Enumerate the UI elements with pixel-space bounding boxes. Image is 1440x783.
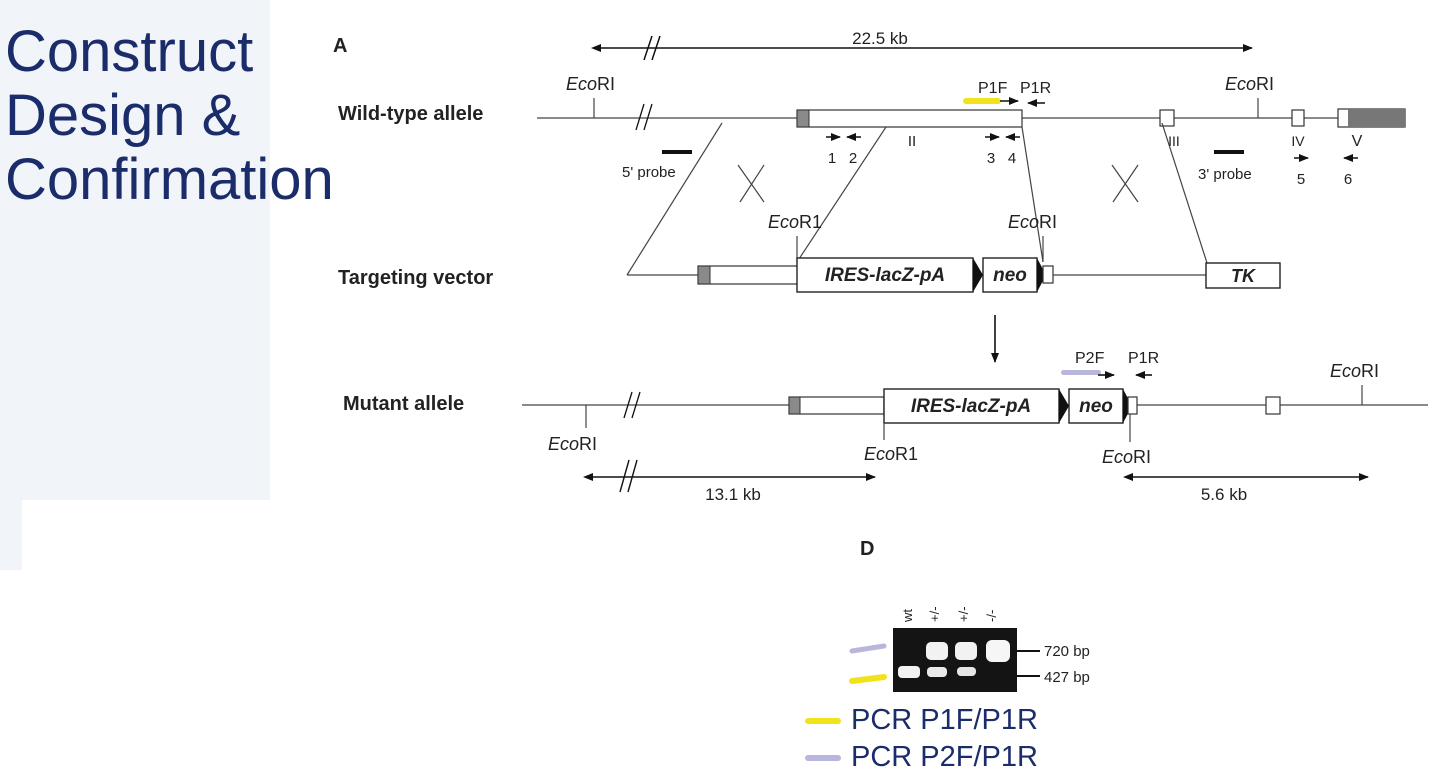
mut-exon-iii (1265, 396, 1281, 415)
three-prime-probe-label: 3' probe (1198, 166, 1252, 183)
primer-2-label: 2 (849, 150, 857, 167)
panel-a-label: A (333, 35, 347, 57)
mut-coding-mark (788, 396, 801, 415)
gel-lane-label-wt: wt (900, 609, 915, 623)
gel-band-720-lane-3 (955, 642, 977, 660)
gel-band-427-lane-1 (898, 666, 920, 678)
panel-d-label: D (860, 538, 874, 560)
pcr-legend: PCR P1F/P1R PCR P2F/P1R (805, 702, 1038, 776)
tv-ires-label: IRES-lacZ-pA (825, 265, 945, 286)
ecori-wt-right: EcoRI (1225, 74, 1274, 94)
exon-label-iii: III (1168, 133, 1180, 149)
ecor1-mut: EcoR1 (864, 444, 918, 464)
exon-iv-box (1291, 109, 1305, 127)
tv-tk-label: TK (1231, 266, 1257, 286)
legend-label-p2f-p1r: PCR P2F/P1R (851, 741, 1038, 773)
ecori-tv: EcoRI (1008, 212, 1057, 232)
p1f-primer-mark (963, 98, 1001, 104)
ecori-mut-left: EcoRI (548, 434, 597, 454)
wild-type-allele: Wild-type allele EcoRI EcoRI II III IV V… (338, 74, 1406, 188)
size-22-5kb: 22.5 kb (852, 29, 908, 48)
primer-5-label: 5 (1297, 171, 1305, 188)
size-5-6kb: 5.6 kb (1201, 485, 1247, 504)
legend-label-p1f-p1r: PCR P1F/P1R (851, 704, 1038, 736)
tv-coding-mark (697, 265, 711, 285)
gel-marker-p2 (849, 643, 887, 654)
tv-homology-box (697, 265, 799, 285)
five-prime-probe-label: 5' probe (622, 164, 676, 181)
slide-title: Construct Design & Confirmation (5, 20, 334, 212)
gel-lane-label-ko: -/- (984, 610, 999, 622)
legend-item-p1f-p1r: PCR P1F/P1R (805, 702, 1038, 739)
title-line-2: Design & (5, 83, 241, 148)
exon-iii-box (1159, 109, 1175, 127)
mut-homology-box (788, 396, 885, 415)
p2f-primer-mark (1061, 370, 1101, 375)
gel-band-label-427: 427 bp (1044, 669, 1090, 686)
tv-loxp-1 (973, 258, 983, 292)
recombination-lines (626, 122, 1209, 276)
exon-label-ii: II (908, 133, 916, 150)
size-13-1kb: 13.1 kb (705, 485, 761, 504)
mut-small-exon (1127, 396, 1138, 415)
mut-ires-label: IRES-lacZ-pA (911, 396, 1031, 417)
title-line-3: Confirmation (5, 147, 334, 212)
legend-swatch-lavender (805, 754, 841, 761)
gel-lane-label-het-1: +/- (927, 606, 942, 622)
tv-loxp-2 (1037, 258, 1046, 292)
gel-lane-label-het-2: +/- (956, 606, 971, 622)
primer-4-label: 4 (1008, 150, 1016, 167)
three-prime-probe-bar (1214, 150, 1244, 154)
mut-neo-cassette (1068, 388, 1124, 424)
pcr-gel: wt +/- +/- -/- 720 bp 427 bp (849, 606, 1090, 692)
legend-item-p2f-p1r: PCR P2F/P1R (805, 739, 1038, 776)
mutant-allele: Mutant allele EcoRI IRES-lacZ-pA neo Eco… (343, 350, 1428, 467)
tv-ires-cassette (796, 257, 974, 293)
title-panel-strip (0, 500, 22, 570)
targeting-vector: Targeting vector EcoR1 EcoRI IRES-lacZ-p… (338, 212, 1281, 293)
exon-ii-coding (796, 109, 810, 128)
ecor1-tv: EcoR1 (768, 212, 822, 232)
row-label-wild-type: Wild-type allele (338, 103, 483, 125)
p1f-label: P1F (978, 80, 1008, 97)
span-22-5kb: 22.5 kb (591, 29, 1253, 61)
tv-neo-cassette (982, 257, 1038, 293)
exon-label-iv: IV (1291, 133, 1305, 149)
tv-small-exon (1042, 265, 1054, 284)
exon-v-coding (1348, 109, 1405, 127)
gel-band-720-lane-4 (986, 640, 1010, 662)
title-panel (0, 0, 270, 500)
ecori-mut-right: EcoRI (1330, 361, 1379, 381)
primer-6-label: 6 (1344, 171, 1352, 188)
span-5-6kb: 5.6 kb (1123, 473, 1369, 504)
row-label-targeting: Targeting vector (338, 267, 493, 289)
exon-ii-box (796, 109, 1023, 128)
title-line-1: Construct (5, 19, 254, 84)
mut-loxp-1 (1059, 389, 1069, 423)
row-label-mutant: Mutant allele (343, 393, 464, 415)
p1r-mut-label: P1R (1128, 350, 1159, 367)
primer-3-label: 3 (987, 150, 995, 167)
tv-tk-cassette (1205, 262, 1281, 289)
gel-band-label-720: 720 bp (1044, 643, 1090, 660)
gel-band-427-lane-3 (957, 667, 976, 676)
ecori-mut-mid: EcoRI (1102, 447, 1151, 467)
mut-neo-label: neo (1079, 396, 1113, 417)
tv-neo-label: neo (993, 265, 1027, 286)
span-13-1kb: 13.1 kb (583, 459, 876, 504)
p2f-label: P2F (1075, 350, 1105, 367)
mut-ires-cassette (883, 388, 1060, 424)
gel-marker-p1 (849, 674, 887, 684)
gel-band-427-lane-2 (927, 667, 947, 677)
ecori-wt-left: EcoRI (566, 74, 615, 94)
five-prime-probe-bar (662, 150, 692, 154)
primer-1-label: 1 (828, 150, 836, 167)
legend-swatch-yellow (805, 717, 841, 724)
exon-label-v: V (1352, 133, 1363, 150)
p1r-label: P1R (1020, 80, 1051, 97)
gel-band-720-lane-2 (926, 642, 948, 660)
